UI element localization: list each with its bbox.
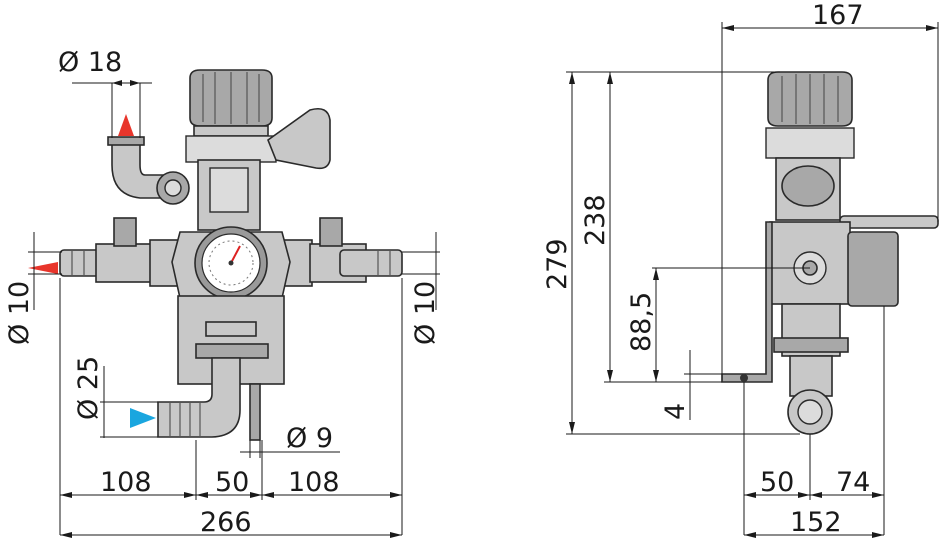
dim-h-upper: 238 [580,194,611,246]
pressure-knob [185,69,277,163]
outlet-arrow-red [28,262,58,274]
dim-right-outlet: Ø 10 [410,281,441,345]
side-gauge [847,231,899,307]
dim-h-total: 279 [542,238,573,290]
front-dimensions: Ø 18 Ø 10 Ø 10 Ø 25 Ø 9 108 50 [4,47,441,538]
dim-w-total-front: 266 [200,507,252,538]
dim-w-side-a: 50 [760,467,794,498]
mounting-bracket [721,221,773,383]
pressure-gauge [194,226,268,300]
dim-left-outlet: Ø 10 [4,281,35,345]
inlet-arrow-blue [130,408,156,428]
dim-w-center: 50 [215,467,249,498]
inlet-arrow-red [118,114,134,136]
side-view [721,71,939,435]
dim-w-side-b: 74 [836,467,870,498]
dim-h-mount: 88,5 [626,292,657,352]
dim-return: Ø 9 [286,423,333,454]
side-dimensions: 167 279 238 88,5 4 50 74 [542,0,939,538]
dim-w-right: 108 [288,467,340,498]
shutoff-lever [267,107,331,170]
dim-w-side-total: 152 [790,507,842,538]
return-spigot [249,383,261,441]
dim-h-bracket: 4 [660,403,691,420]
dim-w-left: 108 [100,467,152,498]
front-view [28,69,403,441]
dim-bottom-inlet: Ø 25 [73,356,104,420]
dim-inlet-top: Ø 18 [58,47,122,78]
dim-w-total-top-side: 167 [812,0,864,31]
top-inlet-elbow [107,136,190,205]
side-lever [839,215,939,229]
